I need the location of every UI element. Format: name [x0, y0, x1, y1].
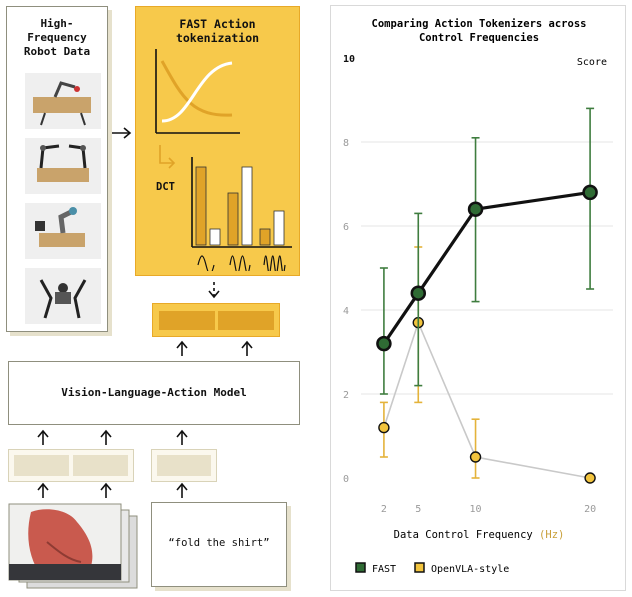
fast-line [382, 190, 591, 345]
dct-label: DCT [156, 181, 175, 193]
down-right-arrow-icon [159, 145, 176, 169]
tokenizer-comparison-chart: Comparing Action Tokenizers acrossContro… [343, 18, 613, 575]
text-token-1 [157, 455, 211, 476]
y-axis-label: Score [577, 57, 607, 68]
legend-fast-swatch [355, 562, 366, 573]
robot-image-1 [25, 73, 101, 129]
fast-title: FAST Action tokenization [175, 17, 260, 45]
y-tick-label: 8 [343, 138, 349, 149]
vla-model-box: Vision-Language-Action Model [8, 361, 300, 425]
robot-image-2 [25, 138, 101, 194]
legend-openvla-swatch [414, 562, 425, 573]
right-arrow-icon [112, 127, 132, 139]
fast-point [467, 201, 484, 217]
x-tick-label: 20 [584, 504, 596, 515]
chart-title: Comparing Action Tokenizers across [372, 18, 587, 30]
action-token-2 [218, 311, 274, 330]
text-token-box [151, 449, 217, 482]
up-arrow-icon [176, 340, 188, 356]
robot-data-panel: High- Frequency Robot Data [6, 6, 108, 332]
image-token-1 [14, 455, 69, 476]
up-arrow-icon [241, 340, 253, 356]
prompt-text: “fold the shirt” [168, 537, 270, 549]
camera-image-stack [7, 502, 139, 590]
up-arrow-icon [100, 482, 112, 498]
action-token-box [152, 303, 280, 337]
up-arrow-icon [37, 482, 49, 498]
dashed-down-arrow-icon [208, 282, 220, 299]
y-tick-label: 10 [343, 54, 355, 65]
image-token-box [8, 449, 134, 482]
openvla-style-line [383, 320, 591, 479]
x-tick-label: 10 [470, 504, 482, 515]
vla-model-label: Vision-Language-Action Model [61, 386, 247, 399]
openvla-style-point [378, 421, 390, 434]
y-tick-label: 4 [343, 306, 349, 317]
fast-point [376, 335, 392, 352]
fast-point [582, 184, 598, 201]
x-tick-label: 5 [415, 504, 421, 515]
continuous-signal-plot [155, 49, 240, 134]
language-prompt-box: “fold the shirt” [151, 502, 287, 587]
up-arrow-icon [176, 429, 188, 445]
up-arrow-icon [37, 429, 49, 445]
y-tick-label: 0 [343, 474, 349, 485]
robot-data-title: High- Frequency Robot Data [23, 17, 91, 58]
y-tick-label: 6 [343, 222, 349, 233]
legend-openvla-label: OpenVLA-style [431, 564, 509, 575]
robot-image-3 [25, 203, 101, 259]
x-axis-label: Data Control Frequency (Hz) [394, 529, 565, 541]
chart-title: Control Frequencies [419, 32, 539, 44]
up-arrow-icon [176, 482, 188, 498]
x-tick-label: 2 [381, 504, 387, 515]
action-token-1 [159, 311, 215, 330]
fast-point [410, 285, 427, 301]
dct-coefficient-plot [191, 157, 292, 271]
legend-fast-label: FAST [372, 564, 396, 575]
openvla-style-point [584, 472, 596, 484]
robot-image-4 [25, 268, 101, 324]
image-token-2 [73, 455, 128, 476]
openvla-style-point [469, 451, 482, 463]
y-tick-label: 2 [343, 390, 349, 401]
fast-tokenization-panel: FAST Action tokenization DCT [135, 6, 300, 276]
up-arrow-icon [100, 429, 112, 445]
